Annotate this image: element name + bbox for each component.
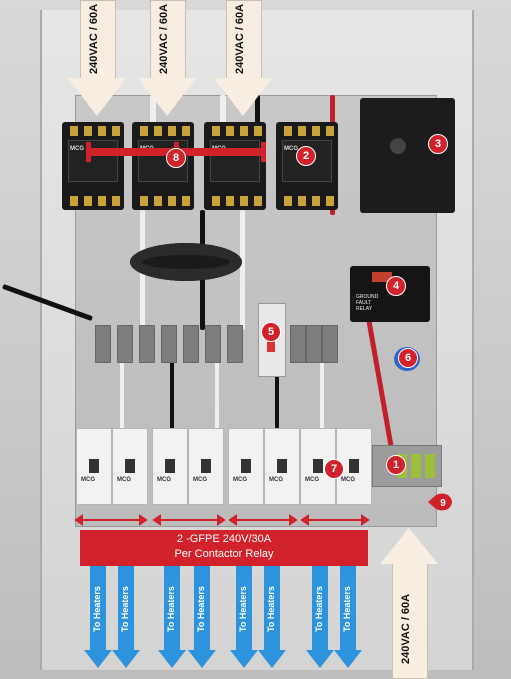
heater-arrow-label: To Heaters <box>92 586 102 632</box>
terminal-block <box>205 325 221 363</box>
heater-arrow-label: To Heaters <box>342 586 352 632</box>
supply-arrow-label: 240VAC / 60A <box>234 3 246 74</box>
current-transformer-ring <box>130 243 242 281</box>
black-wire <box>170 360 174 430</box>
heater-arrow: To Heaters <box>84 566 112 670</box>
heater-arrow: To Heaters <box>306 566 334 670</box>
gf-relay-line1: GROUND <box>356 294 379 300</box>
heater-arrow: To Heaters <box>230 566 258 670</box>
control-relay-device <box>360 98 455 213</box>
contactor: MCG <box>62 122 124 210</box>
heater-arrow-label: To Heaters <box>266 586 276 632</box>
circuit-breaker: MCG <box>188 428 224 505</box>
supply-arrow-down: 240VAC / 60A <box>214 0 272 118</box>
heater-arrow-label: To Heaters <box>166 586 176 632</box>
terminal-block <box>95 325 111 363</box>
circuit-breaker: MCG <box>264 428 300 505</box>
heater-arrow: To Heaters <box>188 566 216 670</box>
contactor: MCG <box>276 122 338 210</box>
contactor-brand: MCG <box>284 146 298 152</box>
white-wire <box>320 360 324 430</box>
heater-arrow: To Heaters <box>112 566 140 670</box>
contactor: MCG <box>204 122 266 210</box>
black-wire <box>275 360 279 430</box>
white-wire <box>120 360 124 430</box>
heater-arrow: To Heaters <box>158 566 186 670</box>
callout-badge-8: 8 <box>166 148 186 168</box>
heater-arrow-label: To Heaters <box>238 586 248 632</box>
supply-arrow-label: 240VAC / 60A <box>158 3 170 74</box>
callout-badge-5: 5 <box>261 322 281 342</box>
callout-badge-4: 4 <box>386 276 406 296</box>
terminal-block <box>227 325 243 363</box>
circuit-breaker: MCG <box>228 428 264 505</box>
heater-arrow: To Heaters <box>334 566 362 670</box>
terminal-block <box>290 325 306 363</box>
heater-arrow-label: To Heaters <box>120 586 130 632</box>
supply-arrow-label: 240VAC / 60A <box>88 3 100 74</box>
bottom-supply-label: 240VAC / 60A <box>400 593 412 664</box>
gf-relay-line2: FAULT <box>356 300 372 306</box>
gfpe-callout-box: 2 -GFPE 240V/30A Per Contactor Relay <box>80 530 368 566</box>
callout-badge-1: 1 <box>386 455 406 475</box>
gfpe-bracket-lines <box>74 514 370 526</box>
ground-terminal-bar <box>372 445 442 487</box>
terminal-block <box>183 325 199 363</box>
terminal-block <box>306 325 322 363</box>
callout-badge-2: 2 <box>296 146 316 166</box>
callout-badge-9: 9 <box>440 498 446 509</box>
circuit-breaker: MCG <box>152 428 188 505</box>
callout-badge-6: 6 <box>398 348 418 368</box>
terminal-block <box>117 325 133 363</box>
circuit-breaker: MCG <box>112 428 148 505</box>
din-monitor-module <box>258 303 286 377</box>
callout-badge-3: 3 <box>428 134 448 154</box>
white-wire <box>215 360 219 430</box>
gfpe-line1: 2 -GFPE 240V/30A <box>176 533 272 545</box>
contactor: MCG <box>132 122 194 210</box>
callout-badge-7: 7 <box>324 459 344 479</box>
supply-arrow-up: 240VAC / 60A <box>380 528 438 679</box>
heater-arrow: To Heaters <box>258 566 286 670</box>
terminal-block <box>139 325 155 363</box>
supply-arrow-down: 240VAC / 60A <box>68 0 126 118</box>
white-wire <box>240 210 245 330</box>
gfpe-line2: Per Contactor Relay <box>174 548 274 560</box>
contactor-brand: MCG <box>70 146 84 152</box>
heater-arrow-label: To Heaters <box>314 586 324 632</box>
heater-arrow-label: To Heaters <box>196 586 206 632</box>
supply-arrow-down: 240VAC / 60A <box>138 0 196 118</box>
circuit-breaker: MCG <box>76 428 112 505</box>
gf-relay-line3: RELAY <box>356 306 373 312</box>
callout-badge-9-marker: 9 <box>428 493 452 511</box>
terminal-block <box>322 325 338 363</box>
terminal-block <box>161 325 177 363</box>
